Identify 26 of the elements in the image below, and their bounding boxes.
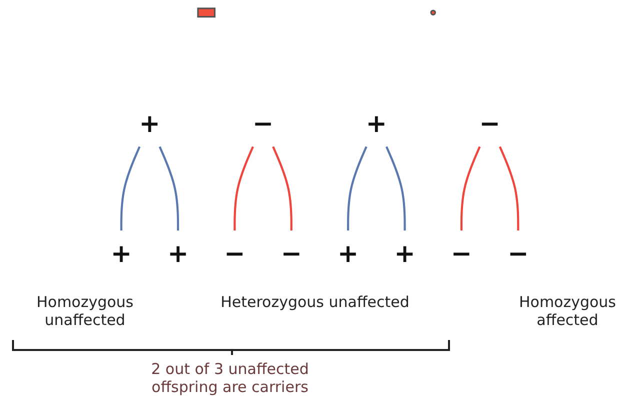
node-circle (430, 10, 436, 16)
node-text: + (394, 238, 416, 268)
note-text: 2 out of 3 unaffected offspring are carriers (150, 360, 310, 396)
node-text: − (479, 108, 500, 138)
connector (272, 146, 292, 230)
node-text: + (366, 108, 387, 138)
node-box (196, 8, 216, 18)
node-text: − (224, 238, 245, 268)
genotype-label: Homozygous unaffected (35, 293, 135, 329)
node-text: − (280, 238, 302, 268)
node-text: + (167, 238, 188, 268)
genotype-label: Heterozygous unaffected (220, 293, 410, 311)
node-text: + (138, 108, 160, 138)
connector (460, 146, 480, 230)
genotype-label: Homozygous affected (518, 293, 618, 329)
connector (233, 146, 254, 230)
connector (158, 146, 179, 230)
connector (385, 146, 406, 230)
connector (346, 146, 368, 230)
connector (498, 146, 519, 230)
node-text: − (252, 108, 274, 138)
node-text: − (450, 238, 472, 268)
node-text: − (507, 238, 528, 268)
node-text: + (110, 238, 132, 268)
node-text: + (337, 238, 358, 268)
connector (120, 146, 140, 230)
